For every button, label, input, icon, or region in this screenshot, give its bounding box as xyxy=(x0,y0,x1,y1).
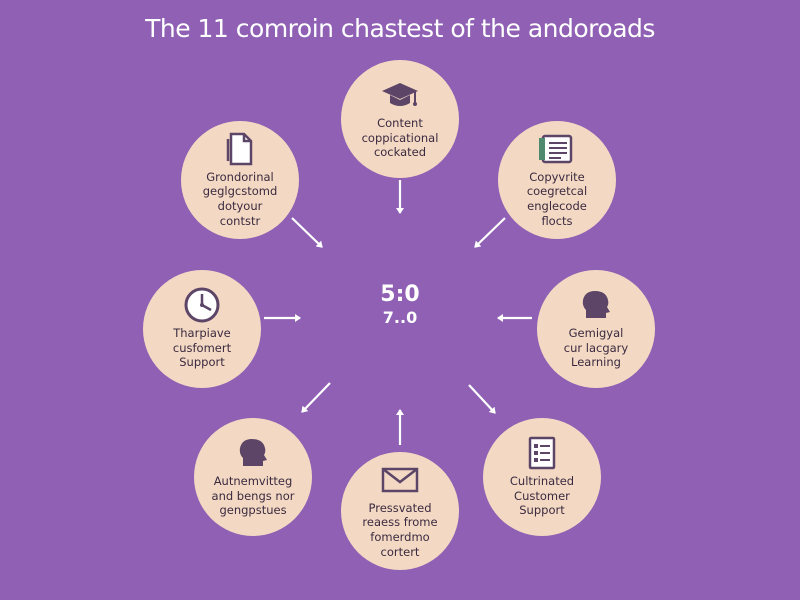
center-value: 5:0 7..0 xyxy=(340,282,460,328)
head-profile-icon xyxy=(233,436,273,470)
center-value-top: 5:0 xyxy=(380,282,420,307)
checklist-document-icon xyxy=(522,436,562,470)
clock-icon xyxy=(182,287,222,323)
node-autnemvitteg: Autnemvitteg and bengs nor gengpstues xyxy=(194,418,312,536)
node-label: Copyvrite coegretcal englecode flocts xyxy=(526,169,588,228)
center-value-bottom: 7..0 xyxy=(382,308,418,328)
node-customer-support: Cultrinated Customer Support xyxy=(483,418,601,536)
document-icon xyxy=(220,132,260,166)
node-pressvated: Pressvated reaess frome fomerdmo cortert xyxy=(341,452,459,570)
arrow-top-left xyxy=(291,217,323,248)
node-content: Content coppicational cockated xyxy=(341,60,459,178)
node-learning: Gemigyal cur lacgary Learning xyxy=(537,270,655,388)
arrow-top-right xyxy=(474,217,506,248)
node-copywrite: Copyvrite coegretcal englecode flocts xyxy=(498,121,616,239)
diagram-title: The 11 comroin chastest of the andoroads xyxy=(145,14,655,43)
node-tharpiave-support: Tharpiave cusfomert Support xyxy=(143,270,261,388)
node-label: Cultrinated Customer Support xyxy=(509,473,575,518)
node-label: Grondorinal geglgcstomd dotyour contstr xyxy=(202,169,278,228)
arrow-bottom-left xyxy=(301,382,331,413)
node-label: Gemigyal cur lacgary Learning xyxy=(563,325,629,370)
head-profile-icon xyxy=(576,288,616,322)
node-label: Autnemvitteg and bengs nor gengpstues xyxy=(211,473,295,518)
node-label: Content coppicational cockated xyxy=(361,115,439,160)
node-grondorinal: Grondorinal geglgcstomd dotyour contstr xyxy=(181,121,299,239)
notebook-icon xyxy=(537,132,577,166)
envelope-icon xyxy=(380,463,420,497)
arrow-bottom-right xyxy=(468,384,496,414)
node-label: Tharpiave cusfomert Support xyxy=(172,325,232,370)
node-label: Pressvated reaess frome fomerdmo cortert xyxy=(362,500,438,559)
graduation-cap-icon xyxy=(380,78,420,112)
